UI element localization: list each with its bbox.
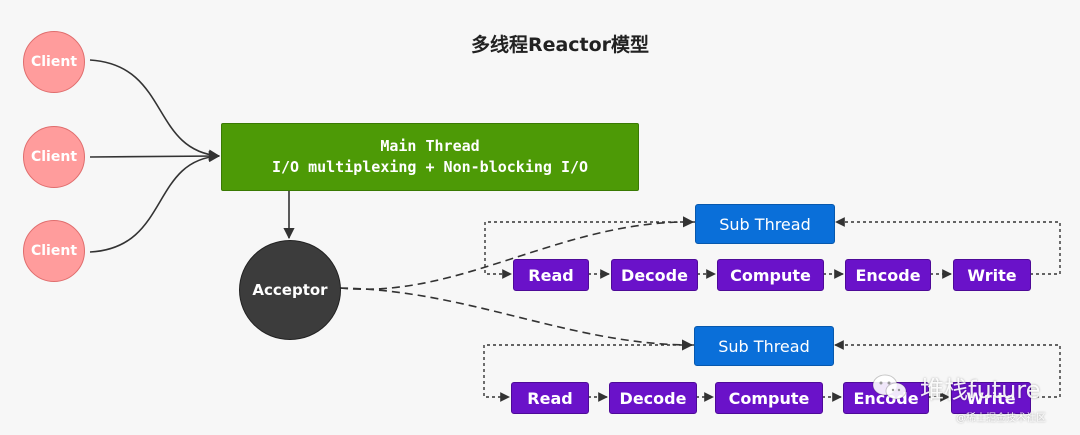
client-2-to-main-arrow	[89, 150, 221, 162]
client-node-1: Client	[23, 31, 85, 93]
sub-thread-1-compute-step: Compute	[717, 259, 824, 291]
main-thread-subtitle: I/O multiplexing + Non-blocking I/O	[271, 158, 589, 176]
client-node-2: Client	[23, 126, 85, 188]
sub-thread-2-compute-step: Compute	[715, 382, 823, 414]
sub-thread-1-write-step: Write	[953, 259, 1031, 291]
sub-thread-1-box: Sub Thread	[695, 204, 835, 244]
sub-thread-2-write-step: Write	[951, 382, 1031, 414]
client-1-to-main-arrow	[89, 59, 221, 161]
acceptor-to-sub-2-arrow	[339, 287, 694, 351]
sub-1-loop-in	[484, 221, 695, 279]
client-3-to-main-arrow	[89, 151, 221, 253]
client-node-3: Client	[23, 220, 85, 282]
sub-thread-2-read-step: Read	[511, 382, 589, 414]
wechat-icon	[872, 374, 907, 400]
main-thread-title: Main Thread	[380, 137, 480, 155]
diagram-title: 多线程Reactor模型	[470, 34, 650, 56]
acceptor-to-sub-1-arrow	[339, 216, 695, 290]
sub-thread-1-encode-step: Encode	[845, 259, 931, 291]
sub-thread-1-decode-step: Decode	[611, 259, 698, 291]
watermark-name: 堆栈future	[920, 376, 1041, 404]
main-thread-box: Main Thread I/O multiplexing + Non-block…	[221, 123, 639, 191]
sub-thread-2-box: Sub Thread	[694, 326, 834, 366]
watermark-site: @稀土掘金技术社区	[956, 413, 1046, 424]
sub-2-loop-out	[834, 340, 1061, 398]
sub-2-loop-in	[483, 344, 694, 402]
acceptor-node: Acceptor	[239, 240, 341, 340]
sub-1-loop-out	[835, 217, 1061, 275]
sub-thread-2-decode-step: Decode	[609, 382, 697, 414]
sub-thread-1-read-step: Read	[513, 259, 589, 291]
